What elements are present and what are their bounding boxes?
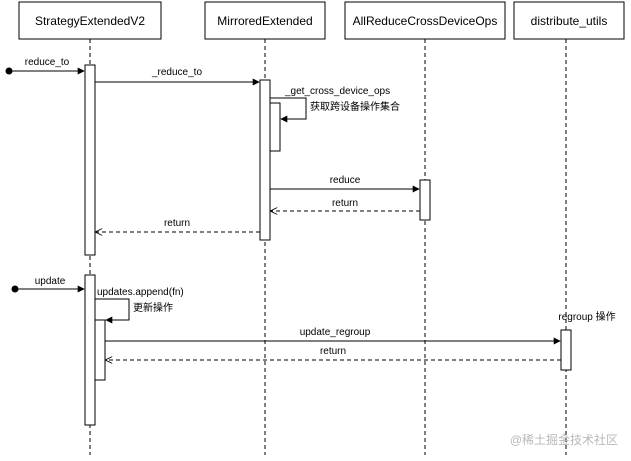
label-reduce-to: reduce_to (25, 57, 70, 68)
arrow-get-cross-device-ops (270, 97, 307, 123)
note-get-cross-device-ops: 获取跨设备操作集合 (310, 100, 400, 113)
arrow-updates-append (95, 298, 130, 324)
participant-mirrored-label: MirroredExtended (217, 14, 312, 28)
participant-distribute-label: distribute_utils (531, 14, 608, 28)
activation-strategy-3 (94, 319, 106, 381)
participant-strategy-header: StrategyExtendedV2 (18, 1, 162, 40)
label-update-regroup-return: return (320, 346, 346, 357)
label-reduce: reduce (330, 175, 361, 186)
note-regroup: regroup 操作 (558, 310, 615, 323)
participant-allreduce-label: AllReduceCrossDeviceOps (353, 14, 498, 28)
label-reduce-return: return (332, 198, 358, 209)
watermark: @稀土掘金技术社区 (510, 432, 618, 447)
note-updates-append: 更新操作 (133, 301, 173, 314)
activation-strategy-2 (84, 274, 96, 426)
participant-strategy-label: StrategyExtendedV2 (35, 14, 145, 28)
participant-mirrored-header: MirroredExtended (204, 1, 326, 40)
participant-distribute-header: distribute_utils (513, 1, 625, 40)
activation-mirrored-1 (259, 79, 271, 241)
participant-allreduce-header: AllReduceCrossDeviceOps (344, 1, 506, 40)
activation-strategy-1 (84, 64, 96, 256)
label-get-cross-device-ops: _get_cross_device_ops (284, 86, 390, 97)
activation-mirrored-2 (269, 102, 281, 152)
label-updates-append: updates.append(fn) (97, 287, 184, 298)
label-update: update (35, 276, 66, 287)
activation-allreduce-1 (419, 179, 431, 221)
label-update-regroup: update_regroup (300, 327, 371, 338)
label-private-reduce-to: _reduce_to (151, 67, 202, 78)
label-reduce-to-return: return (164, 218, 190, 229)
activation-distribute-1 (560, 329, 572, 371)
